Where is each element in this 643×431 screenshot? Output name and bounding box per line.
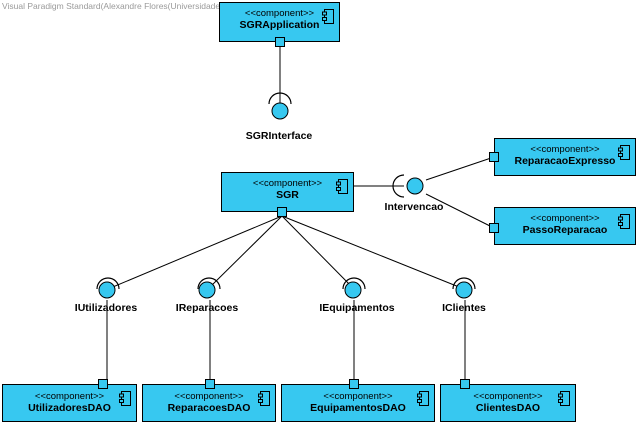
connector-sgr-iclientes bbox=[281, 215, 465, 290]
component-icon bbox=[258, 391, 270, 406]
component-icon bbox=[417, 391, 429, 406]
connector-sgr-iequipamentos bbox=[281, 215, 355, 290]
socket-iequipamentos bbox=[342, 277, 366, 290]
lollipop-intervencao bbox=[406, 177, 424, 195]
component-icon bbox=[618, 145, 630, 160]
interface-label-iclientes: IClientes bbox=[442, 302, 486, 314]
component-icon bbox=[119, 391, 131, 406]
port-sgrapplication bbox=[275, 37, 285, 47]
stereotype-label: <<component>> bbox=[244, 8, 315, 19]
component-name: PassoReparacao bbox=[522, 224, 608, 236]
component-reparacaoexpresso[interactable]: <<component>> ReparacaoExpresso bbox=[494, 138, 636, 176]
lollipop-iequipamentos bbox=[344, 281, 362, 299]
port-reparacoesdao bbox=[205, 379, 215, 389]
stereotype-label: <<component>> bbox=[34, 391, 105, 402]
stereotype-label: <<component>> bbox=[174, 391, 244, 402]
interface-label-intervencao: Intervencao bbox=[384, 201, 444, 213]
port-reparacaoexpresso bbox=[489, 152, 499, 162]
lollipop-iutilizadores bbox=[98, 281, 116, 299]
component-icon bbox=[618, 214, 630, 229]
lollipop-ireparacoes bbox=[198, 281, 216, 299]
port-passoreparacao bbox=[489, 223, 499, 233]
interface-label-iutilizadores: IUtilizadores bbox=[74, 302, 138, 314]
stereotype-label: <<component>> bbox=[252, 178, 323, 189]
connector-intervencao-expresso bbox=[425, 156, 495, 181]
component-name: ClientesDAO bbox=[475, 402, 541, 414]
component-equipamentosdao[interactable]: <<component>> EquipamentosDAO bbox=[281, 384, 435, 422]
port-equipamentosdao bbox=[349, 379, 359, 389]
component-clientesdao[interactable]: <<component>> ClientesDAO bbox=[440, 384, 576, 422]
socket-ireparacoes bbox=[197, 277, 221, 290]
lollipop-iclientes bbox=[455, 281, 473, 299]
component-utilizadoresdao[interactable]: <<component>> UtilizadoresDAO bbox=[2, 384, 137, 422]
component-name: UtilizadoresDAO bbox=[28, 402, 111, 414]
interface-label-iequipamentos: IEquipamentos bbox=[319, 302, 395, 314]
socket-intervencao bbox=[392, 174, 405, 198]
stereotype-label: <<component>> bbox=[530, 144, 600, 155]
connector-sgr-ireparacoes bbox=[207, 215, 283, 290]
interface-label-sgrinterface: SGRInterface bbox=[245, 130, 313, 142]
component-name: EquipamentosDAO bbox=[310, 402, 406, 414]
component-name: SGRApplication bbox=[239, 19, 320, 31]
socket-iutilizadores bbox=[96, 277, 120, 290]
component-reparacoesdao[interactable]: <<component>> ReparacoesDAO bbox=[142, 384, 276, 422]
port-clientesdao bbox=[460, 379, 470, 389]
lollipop-sgrinterface bbox=[271, 102, 289, 120]
component-icon bbox=[336, 179, 348, 194]
component-sgrapplication[interactable]: <<component>> SGRApplication bbox=[219, 2, 340, 42]
socket-iclientes bbox=[452, 277, 476, 290]
watermark-text: Visual Paradigm Standard(Alexandre Flore… bbox=[2, 1, 264, 11]
socket-sgrinterface bbox=[268, 92, 292, 105]
stereotype-label: <<component>> bbox=[323, 391, 393, 402]
connector-intervencao-passo bbox=[425, 193, 495, 229]
port-utilizadoresdao bbox=[98, 379, 108, 389]
port-sgr bbox=[277, 207, 287, 217]
component-name: SGR bbox=[276, 189, 299, 201]
component-name: ReparacaoExpresso bbox=[514, 155, 616, 167]
component-icon bbox=[322, 9, 334, 24]
connector-sgr-iutilizadores bbox=[107, 215, 283, 290]
component-sgr[interactable]: <<component>> SGR bbox=[221, 172, 354, 212]
component-icon bbox=[558, 391, 570, 406]
stereotype-label: <<component>> bbox=[473, 391, 543, 402]
component-passoreparacao[interactable]: <<component>> PassoReparacao bbox=[494, 207, 636, 245]
component-name: ReparacoesDAO bbox=[167, 402, 251, 414]
interface-label-ireparacoes: IReparacoes bbox=[175, 302, 239, 314]
stereotype-label: <<component>> bbox=[530, 213, 600, 224]
